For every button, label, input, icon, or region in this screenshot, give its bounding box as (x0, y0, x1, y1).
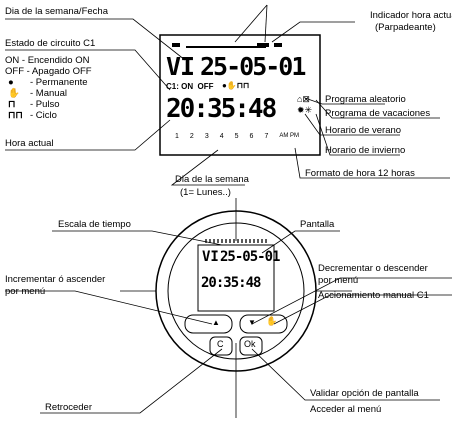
label-prog-vacaciones: Programa de vacaciones (325, 108, 431, 119)
down-button[interactable]: ▼ (248, 318, 256, 327)
label-acceder: Acceder al menú (310, 404, 382, 415)
label-dia-semana: Dia de la semana (175, 174, 249, 185)
day-3: 3 (204, 133, 209, 140)
pulse-icon: ⊓ (8, 99, 16, 110)
leader-hora-actual (5, 119, 171, 151)
label-accionamiento: Accionamiento manual C1 (318, 290, 429, 301)
up-button-frame (184, 314, 233, 334)
label-retroceder: Retroceder (45, 402, 92, 413)
leader-verano (304, 113, 400, 136)
day-7: 7 (264, 133, 269, 140)
top-lcd-bar-right (274, 43, 282, 47)
label-indicador-hora: Indicador hora actual (370, 10, 452, 21)
legend-off: OFF - Apagado OFF (5, 66, 92, 77)
label-escala-tiempo: Escala de tiempo (58, 219, 131, 230)
label-validar: Validar opción de pantalla (310, 388, 419, 399)
day-1: 1 (175, 133, 179, 140)
day-2: 2 (189, 133, 194, 140)
legend-pulso: ⊓- Pulso (8, 99, 60, 110)
c-button[interactable]: C (217, 339, 224, 349)
label-parpadeante: (Parpadeante) (375, 22, 436, 33)
bottom-lcd-date: 25-05-01 (220, 249, 280, 265)
leader-aleatorio (304, 97, 385, 105)
legend-ciclo: ⊓⊓- Ciclo (8, 110, 57, 121)
top-lcd-date: 25-05-01 (200, 52, 306, 81)
top-lcd-bar-current (257, 43, 269, 47)
down-button-frame (239, 314, 288, 334)
leader-indicador-hora (271, 21, 355, 43)
label-formato-12h: Formato de hora 12 horas (305, 168, 415, 179)
label-prog-aleatorio: Programa aleatorio (325, 94, 406, 105)
manual-hand-button[interactable]: ✋ (266, 316, 278, 326)
ok-button-frame (239, 336, 263, 356)
label-horario-verano: Horario de verano (325, 125, 402, 136)
legend-permanente: ●- Permanente (8, 77, 88, 88)
top-lcd-bar-main (186, 46, 266, 48)
label-pantalla: Pantalla (300, 219, 335, 230)
leader-dia-semana (170, 149, 245, 186)
bottom-diagram-lines (5, 198, 452, 418)
top-diagram-lines (5, 4, 450, 186)
legend-manual: ✋- Manual (8, 88, 67, 99)
bottom-lcd-time: 20:35:48 (201, 275, 261, 291)
label-lunes: (1= Lunes..) (180, 187, 231, 198)
top-lcd-right-icons: ⌂⊠✹✳ (297, 94, 313, 115)
label-decrementar-1: Decrementar o descender (318, 263, 428, 274)
c-button-frame (209, 336, 233, 356)
label-estado-circuito: Estado de circuito C1 (5, 38, 96, 49)
leader-invierno (315, 113, 400, 156)
leader-escala (52, 230, 223, 246)
label-horario-invierno: Horario de invierno (325, 145, 406, 156)
label-incrementar-2: por menú (5, 286, 46, 297)
permanente-icon: ● (8, 77, 14, 88)
leader-pantalla (261, 230, 340, 254)
leader-indicador-a (234, 4, 268, 43)
day-5: 5 (234, 133, 239, 140)
top-lcd-bar-left (172, 43, 180, 47)
top-lcd-frame (159, 34, 321, 156)
legend-on: ON - Encendido ON (5, 55, 90, 66)
leader-retroceder (40, 348, 223, 414)
leader-dia-fecha (5, 18, 186, 61)
label-dia-fecha: Dia de la semana/Fecha (5, 6, 108, 17)
bottom-lcd-day: VI (202, 249, 219, 265)
bottom-lcd-frame (197, 244, 275, 312)
day-6: 6 (249, 133, 254, 140)
leader-vacaciones (315, 99, 440, 119)
label-incrementar-1: Incrementar ó ascender (5, 274, 106, 285)
top-lcd-status: C1: ON OFF (166, 82, 214, 91)
top-lcd-day: VI (166, 52, 195, 81)
leader-incrementar (5, 290, 213, 325)
ampm-label: AM PM (279, 133, 300, 139)
top-lcd-days-row: 1 2 3 4 5 6 7 AM PM (175, 133, 299, 140)
top-lcd-status-icons: ●✋⊓⊓ (222, 81, 250, 90)
manual-hand-icon: ✋ (8, 88, 20, 99)
leader-validar (251, 348, 440, 401)
ok-button[interactable]: Ok (244, 339, 256, 349)
label-decrementar-2: por menú (318, 275, 359, 286)
day-4: 4 (219, 133, 224, 140)
leader-formato (294, 147, 450, 179)
cycle-icon: ⊓⊓ (8, 110, 23, 121)
leader-decrementar (251, 277, 452, 325)
leader-indicador-b (264, 4, 268, 43)
label-hora-actual: Hora actual (5, 138, 54, 149)
up-button[interactable]: ▲ (212, 318, 220, 327)
leader-estado-circuito (5, 49, 171, 91)
leader-accionamiento (273, 294, 452, 325)
top-lcd-time: 20:35:48 (166, 94, 277, 124)
